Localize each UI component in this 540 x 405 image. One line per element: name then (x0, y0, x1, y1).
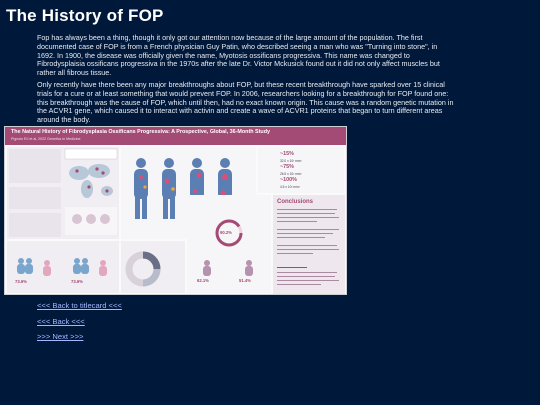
stat-75-percent: ~75% (280, 164, 294, 170)
references-text-line (277, 272, 337, 273)
flare-up-percent-left: 73.6% (15, 279, 27, 284)
ho-percent-right: 51.4% (239, 278, 251, 283)
references-text-line (277, 276, 335, 277)
stat-15-volume: 32.0 x 10³ mm³ (280, 159, 302, 163)
conclusions-text-line (277, 253, 313, 255)
conclusions-text-line (277, 245, 337, 247)
references-text-line (277, 267, 307, 269)
ho-percent-main: 90.2% (220, 230, 232, 235)
conclusions-panel: Conclusions (273, 195, 345, 294)
next-link[interactable]: >>> Next >>> (37, 332, 84, 341)
progress-ring-graphic (203, 219, 253, 276)
conclusions-text-line (277, 233, 333, 235)
stat-100-volume: 4.5 x 10³ mm³ (280, 185, 300, 189)
infographic-citation: Pignolo RJ et al, 2022 Genetics in Medic… (11, 137, 81, 141)
conclusions-text-line (277, 213, 335, 215)
fop-study-infographic: The Natural History of Fibrodysplasia Os… (4, 126, 347, 295)
conclusions-text-line (277, 221, 317, 223)
history-paragraph-1: Fop has always been a thing, though it o… (37, 33, 440, 78)
back-to-titlecard-link[interactable]: <<< Back to titlecard <<< (37, 301, 122, 310)
conclusions-text-line (277, 209, 337, 211)
conclusions-text-line (277, 237, 325, 239)
flare-up-percent-right: 73.6% (71, 279, 83, 284)
donut-chart-graphic (125, 251, 161, 287)
references-text-line (277, 284, 321, 285)
references-text-line (277, 280, 339, 281)
stat-100-percent: ~100% (280, 177, 297, 183)
flare-up-panel: 73.6% 73.6% (7, 241, 119, 293)
ho-percent-left: 62.1% (197, 278, 209, 283)
world-map-graphic (9, 148, 118, 237)
page-title: The History of FOP (6, 6, 164, 25)
conclusions-text-line (277, 249, 339, 251)
ho-progression-panel: 90.2% 62.1% 51.4% (187, 195, 271, 293)
people-icons-graphic (17, 258, 107, 276)
study-overview-panel (7, 147, 119, 239)
conclusions-title: Conclusions (277, 199, 314, 205)
stat-15-percent: ~15% (280, 151, 294, 157)
ho-volume-stats-panel: ~15% 32.0 x 10³ mm³ ~75% 26.5 x 10³ mm³ … (258, 147, 344, 193)
function-panel (121, 241, 185, 293)
conclusions-text-line (277, 217, 339, 219)
back-link[interactable]: <<< Back <<< (37, 317, 85, 326)
stat-75-volume: 26.5 x 10³ mm³ (280, 172, 302, 176)
conclusions-text-line (277, 229, 339, 231)
infographic-title: The Natural History of Fibrodysplasia Os… (11, 129, 271, 135)
history-paragraph-2: Only recently have there been any major … (37, 80, 454, 125)
infographic-header: The Natural History of Fibrodysplasia Os… (5, 127, 346, 145)
